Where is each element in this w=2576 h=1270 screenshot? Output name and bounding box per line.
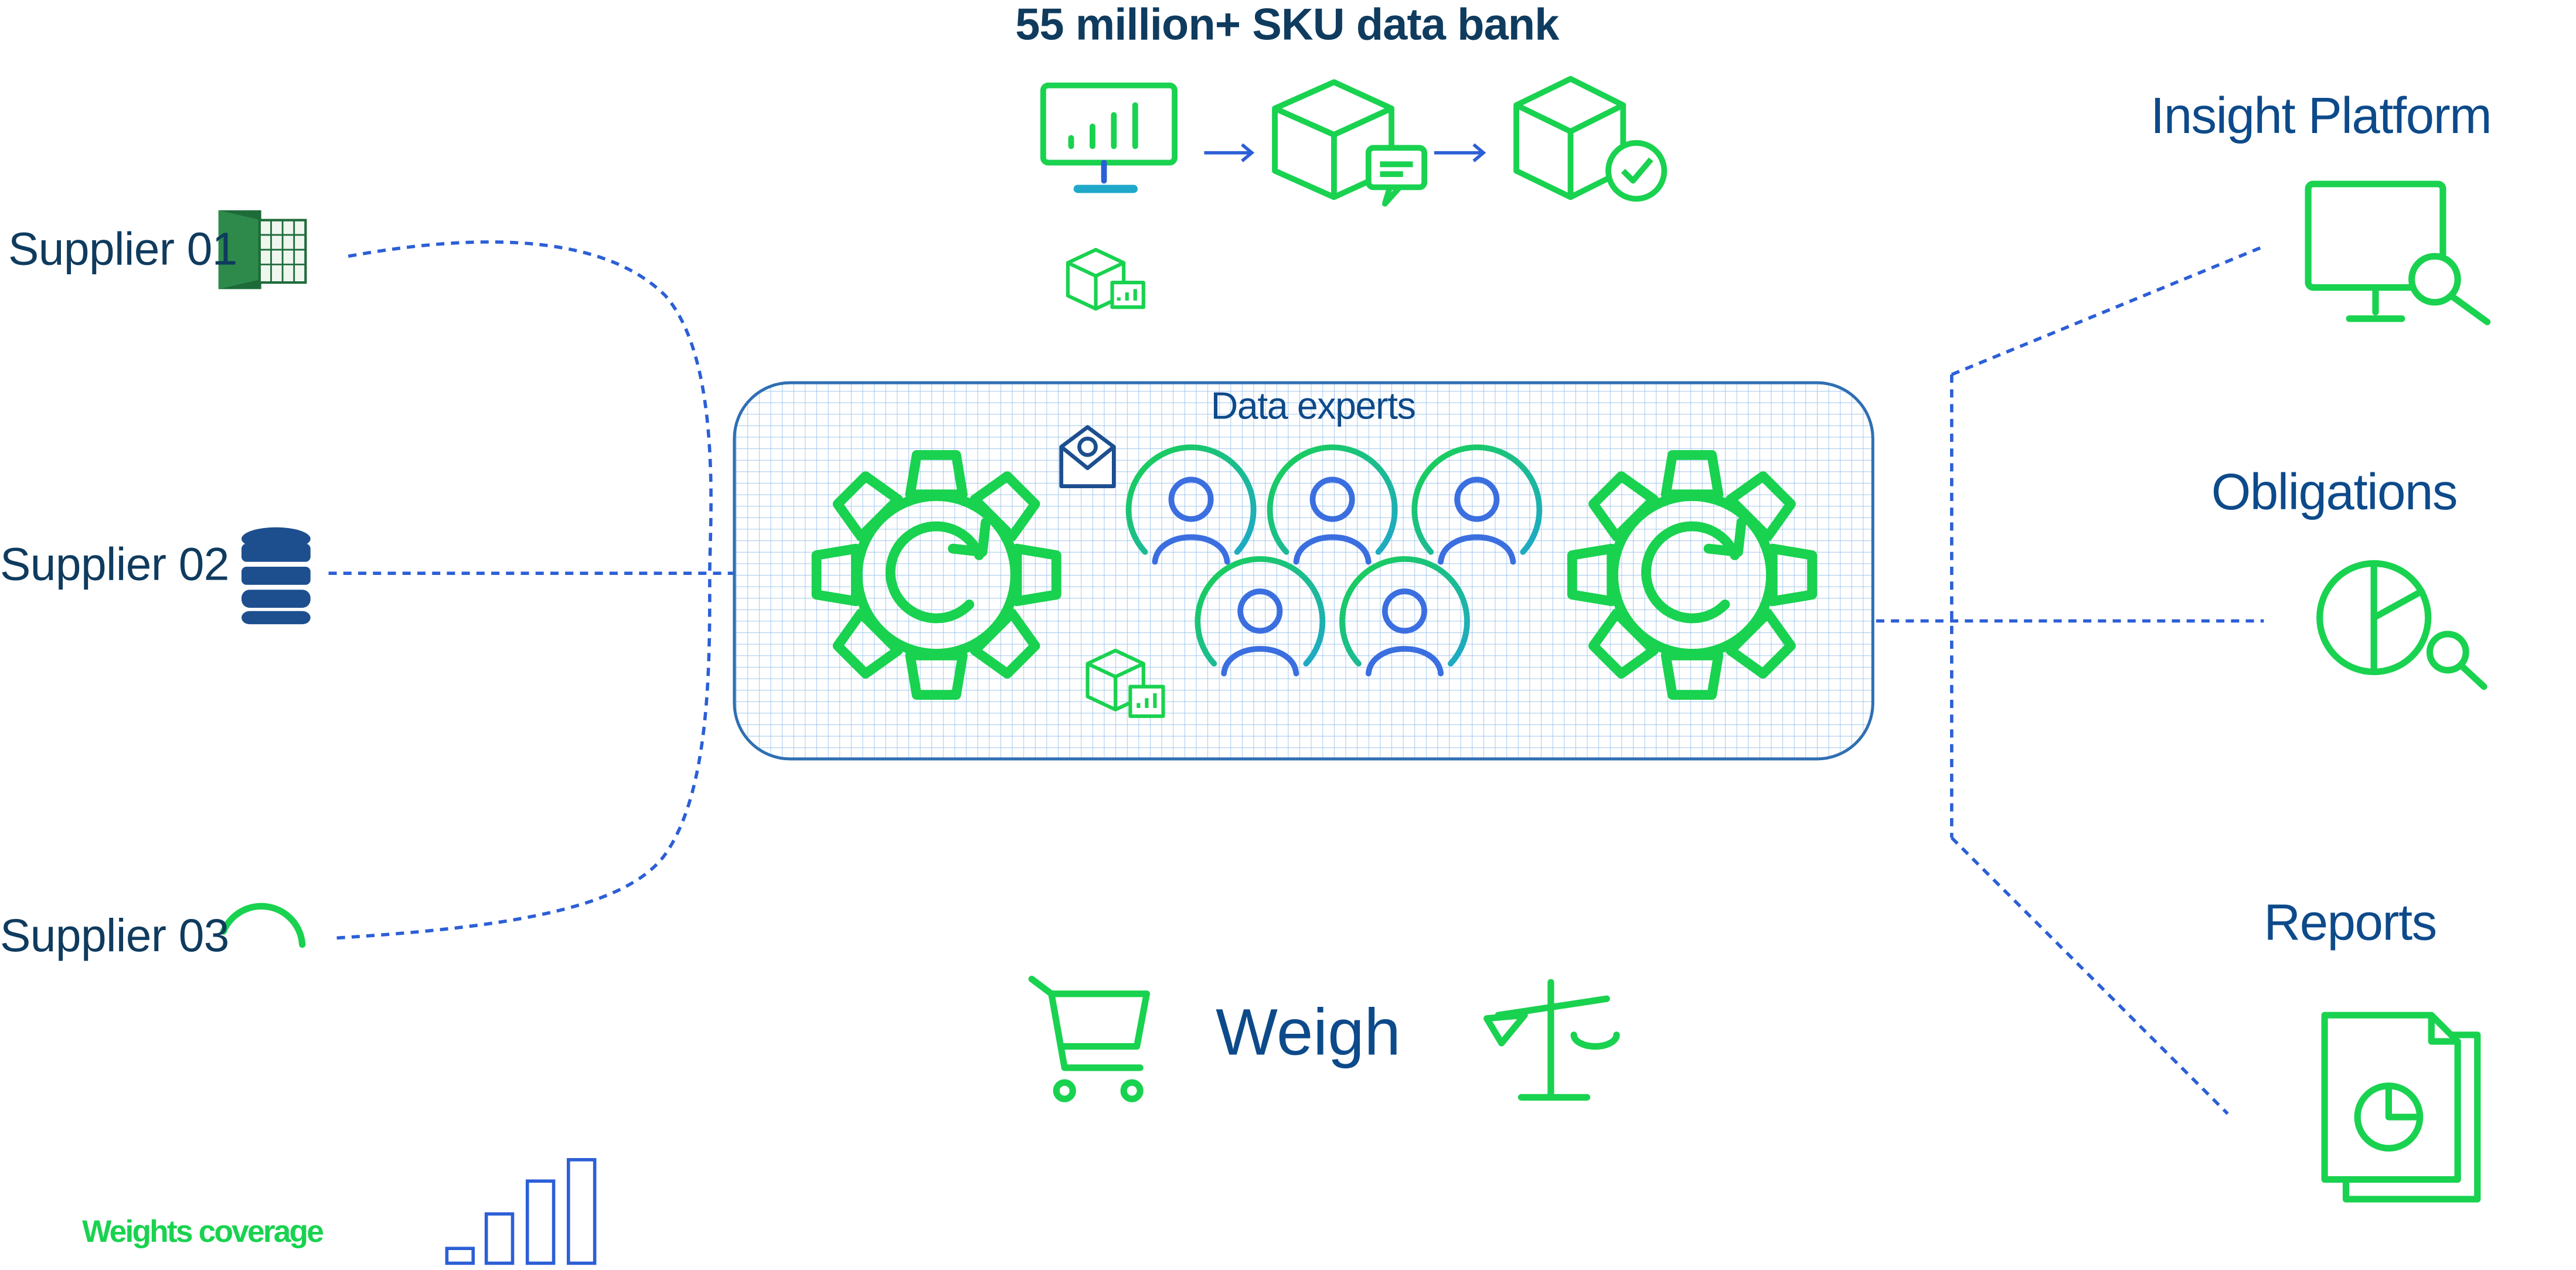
- person-icon: [1195, 556, 1326, 677]
- connector-insight: [1951, 244, 2265, 376]
- coverage-bar: [445, 1247, 475, 1265]
- supplier-03-label: Supplier 03: [0, 910, 229, 961]
- package-check-icon: [1513, 76, 1668, 202]
- monitor-search-icon: [2305, 181, 2491, 325]
- supplier-01-label: Supplier 01: [8, 223, 237, 275]
- person-icon: [1267, 444, 1398, 565]
- package-chart-icon-center: [1085, 648, 1165, 719]
- scale-icon: [1483, 979, 1620, 1101]
- insight-platform-label: Insight Platform: [2150, 87, 2492, 145]
- gear-refresh-icon-left: [811, 450, 1061, 700]
- supplier-02-label: Supplier 02: [0, 539, 229, 590]
- pie-search-icon: [2316, 560, 2487, 690]
- weights-coverage-label: Weights coverage: [82, 1215, 324, 1251]
- person-icon: [1125, 444, 1257, 565]
- spreadsheet-icon: [218, 210, 307, 290]
- coverage-bar: [525, 1179, 556, 1265]
- weigh-label: Weigh: [1216, 997, 1401, 1070]
- reports-label: Reports: [2264, 893, 2437, 951]
- data-experts-people: [1125, 444, 1543, 677]
- obligations-label: Obligations: [2211, 463, 2458, 521]
- coverage-bar: [484, 1212, 515, 1265]
- person-icon: [1339, 556, 1470, 677]
- page-title: 55 million+ SKU data bank: [1015, 0, 1559, 50]
- connector-supplier-01: [348, 240, 713, 574]
- database-icon: [241, 527, 311, 625]
- person-icon: [1411, 444, 1543, 565]
- data-experts-box: [733, 381, 1874, 761]
- gauge-icon: [220, 903, 306, 948]
- arrow-icon: [1204, 143, 1486, 162]
- connector-reports: [1950, 836, 2229, 1115]
- shopping-cart-icon: [1028, 975, 1151, 1102]
- mail-gear-icon: [1059, 425, 1116, 489]
- package-chart-icon: [1066, 247, 1145, 311]
- coverage-bar: [567, 1158, 597, 1265]
- report-document-icon: [2321, 1012, 2481, 1203]
- gear-refresh-icon-right: [1567, 450, 1818, 700]
- coverage-bars-icon: [445, 1158, 597, 1265]
- connector-supplier-03: [336, 573, 712, 940]
- data-experts-label: Data experts: [1210, 384, 1416, 427]
- monitor-chart-icon: [1040, 82, 1178, 193]
- package-chat-icon: [1272, 79, 1428, 207]
